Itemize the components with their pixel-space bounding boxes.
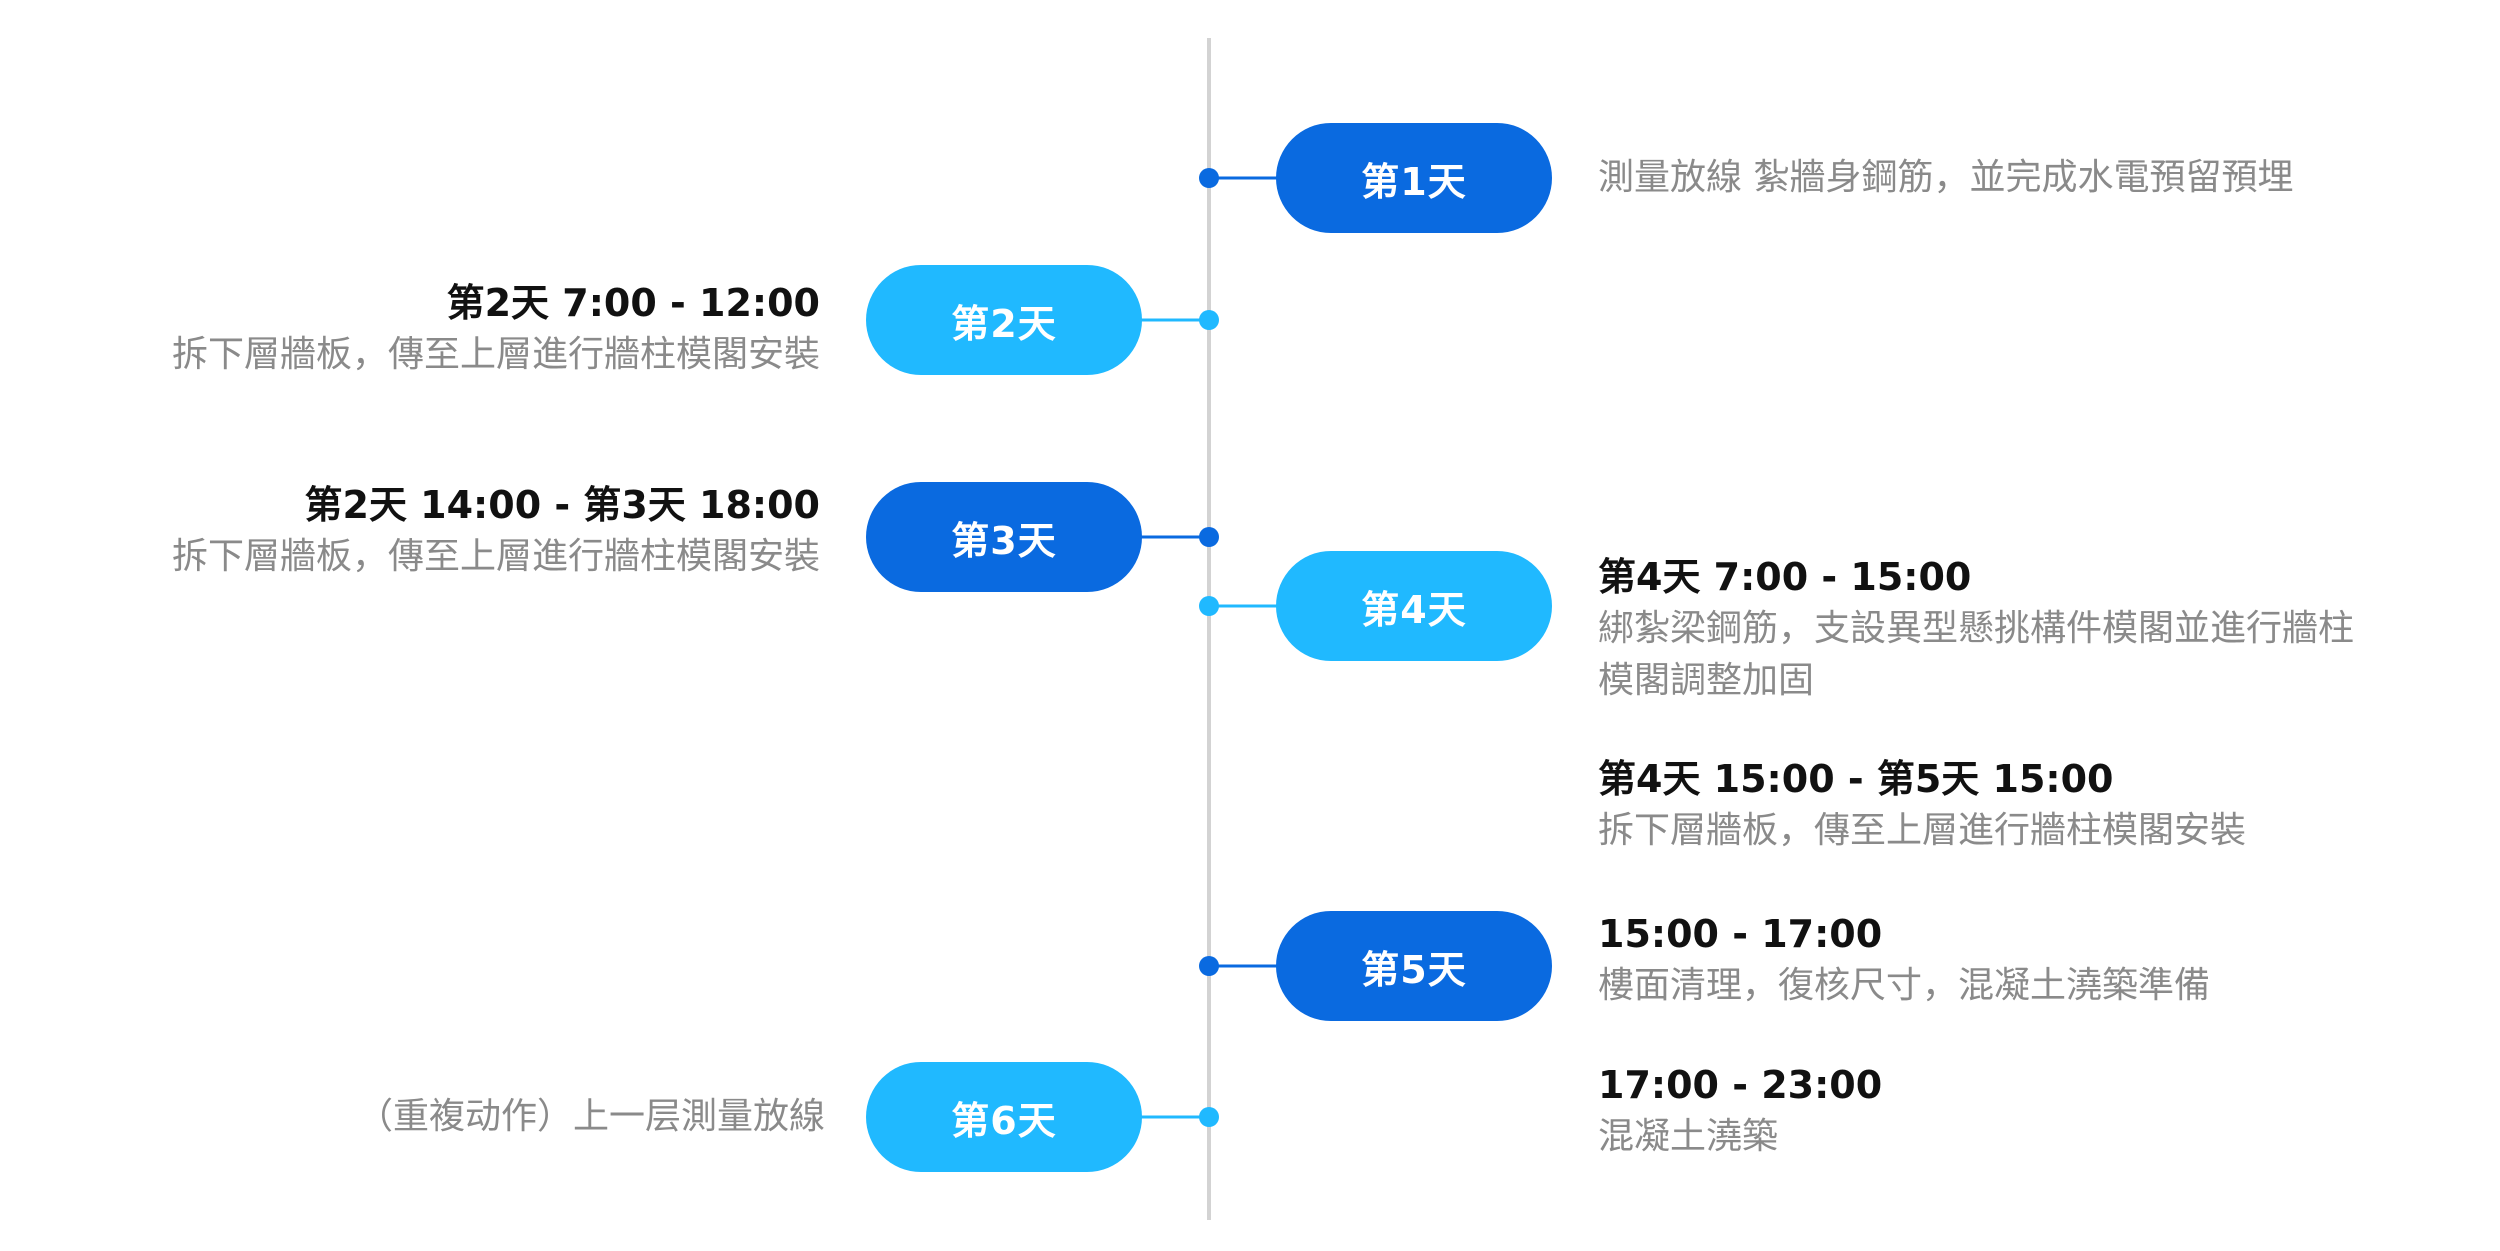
day5-evening-description: 17:00 - 23:00 混凝土澆築 xyxy=(1598,1059,2478,1163)
day6-text: （重複动作）上一层測量放線 xyxy=(356,1096,825,1137)
day3-description: 第2天 14:00 - 第3天 18:00 拆下層牆板，傳至上層進行牆柱模閣安裝 xyxy=(20,479,820,583)
day4-dot xyxy=(1199,596,1219,616)
day5-evening-time: 17:00 - 23:00 xyxy=(1598,1063,1883,1107)
day3-text: 拆下層牆板，傳至上層進行牆柱模閣安裝 xyxy=(171,536,820,577)
day5-time: 15:00 - 17:00 xyxy=(1598,912,1883,956)
day2-pill: 第2天 xyxy=(866,265,1142,375)
day1-text: 測量放線 紮牆身鋼筋，並完成水電預留預埋 xyxy=(1598,157,2294,198)
day2-text: 拆下層牆板，傳至上層進行牆柱模閣安裝 xyxy=(171,334,820,375)
day5-text: 樓面清理，復核尺寸，混凝土澆築準備 xyxy=(1598,965,2211,1006)
day4-5-time: 第4天 15:00 - 第5天 15:00 xyxy=(1598,757,2114,801)
day3-time: 第2天 14:00 - 第3天 18:00 xyxy=(304,483,821,527)
day5-pill: 第5天 xyxy=(1276,911,1552,1021)
day4-time: 第4天 7:00 - 15:00 xyxy=(1598,555,1972,599)
day3-pill: 第3天 xyxy=(866,482,1142,592)
day2-dot xyxy=(1199,310,1219,330)
timeline-axis xyxy=(1207,38,1211,1220)
day4-description: 第4天 7:00 - 15:00 綁紮梁鋼筋，支設異型懸挑構件模閣並進行牆柱 模… xyxy=(1598,551,2488,707)
day6-connector xyxy=(1130,1115,1209,1119)
day4-text: 綁紮梁鋼筋，支設異型懸挑構件模閣並進行牆柱 模閣調整加固 xyxy=(1598,608,2355,701)
day1-connector xyxy=(1209,176,1289,180)
day3-connector xyxy=(1130,535,1209,539)
day1-description: 測量放線 紮牆身鋼筋，並完成水電預留預埋 xyxy=(1598,152,2478,204)
day2-connector xyxy=(1130,318,1209,322)
day2-time: 第2天 7:00 - 12:00 xyxy=(446,281,820,325)
day4-5-text: 拆下層牆板，傳至上層進行牆柱模閣安裝 xyxy=(1598,810,2247,851)
day1-dot xyxy=(1199,168,1219,188)
day6-dot xyxy=(1199,1107,1219,1127)
day4-5-description: 第4天 15:00 - 第5天 15:00 拆下層牆板，傳至上層進行牆柱模閣安裝 xyxy=(1598,753,2478,857)
day6-pill: 第6天 xyxy=(866,1062,1142,1172)
day6-description: （重複动作）上一层測量放線 xyxy=(20,1091,825,1143)
day4-pill: 第4天 xyxy=(1276,551,1552,661)
day5-connector xyxy=(1209,964,1289,968)
day4-connector xyxy=(1209,604,1289,608)
day1-pill: 第1天 xyxy=(1276,123,1552,233)
day5-dot xyxy=(1199,956,1219,976)
day5-evening-text: 混凝土澆築 xyxy=(1598,1116,1779,1157)
day5-description: 15:00 - 17:00 樓面清理，復核尺寸，混凝土澆築準備 xyxy=(1598,908,2478,1012)
day3-dot xyxy=(1199,527,1219,547)
day2-description: 第2天 7:00 - 12:00 拆下層牆板，傳至上層進行牆柱模閣安裝 xyxy=(20,277,820,381)
